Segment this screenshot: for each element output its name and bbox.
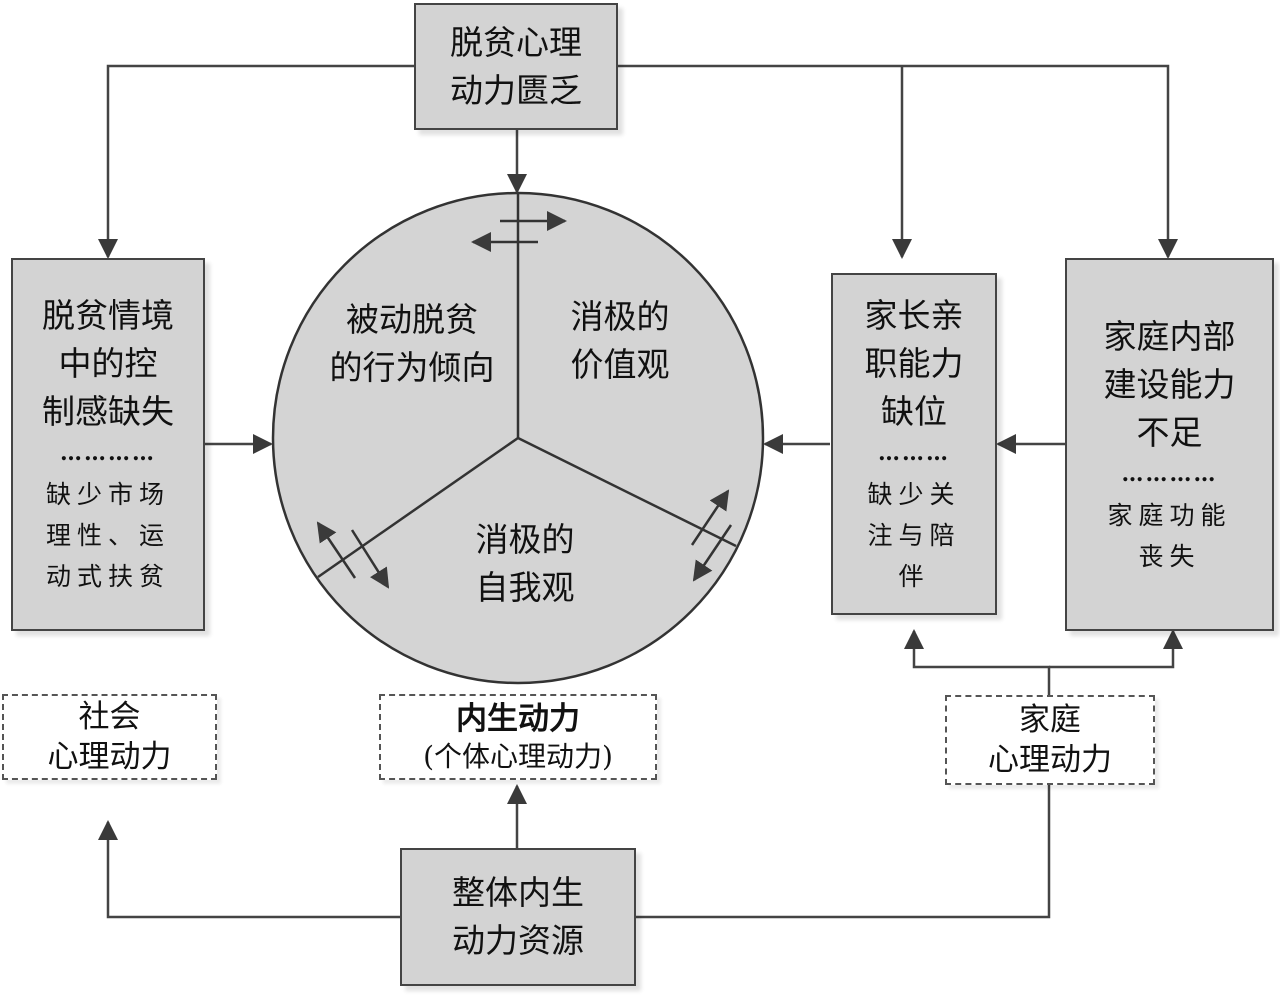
bidirectional-arrow-top bbox=[471, 211, 567, 252]
family-psych-label: 家庭 心理动力 bbox=[945, 695, 1155, 785]
social-psych-text: 社会 心理动力 bbox=[47, 699, 172, 775]
family-box-detail: 家庭功能 丧失 bbox=[1107, 500, 1232, 571]
sector-divider-right bbox=[517, 436, 737, 548]
parent-box-parenting-deficit: 家长亲 职能力 缺位 ……… 缺少关 注与陪 伴 bbox=[831, 273, 997, 615]
connector-top-to-left bbox=[98, 64, 414, 259]
left-box-detail: 缺少市场 理性、运 动式扶贫 bbox=[45, 480, 170, 591]
sector-negative-values: 消极的 价值观 bbox=[570, 297, 670, 384]
connector-family-label-to-parent bbox=[904, 629, 1051, 696]
connector-family-label-to-family bbox=[1049, 629, 1183, 669]
internal-motivation-label: 内生动力 (个体心理动力) bbox=[379, 694, 657, 780]
parent-box-separator: ……… bbox=[878, 439, 950, 466]
left-box-control-deficit: 脱贫情境 中的控 制感缺失 ………… 缺少市场 理性、运 动式扶贫 bbox=[11, 258, 205, 631]
top-box-text: 脱贫心理 动力匮乏 bbox=[450, 22, 582, 110]
bidirectional-arrow-left bbox=[316, 521, 390, 589]
left-box-title: 脱贫情境 中的控 制感缺失 bbox=[42, 296, 174, 431]
parent-box-title: 家长亲 职能力 缺位 bbox=[864, 295, 964, 431]
connector-bottom-to-family-label bbox=[636, 784, 1051, 919]
bidirectional-arrow-right bbox=[690, 489, 733, 582]
bottom-box-text: 整体内生 动力资源 bbox=[452, 873, 584, 960]
family-box-title: 家庭内部 建设能力 不足 bbox=[1103, 316, 1236, 452]
family-psych-text: 家庭 心理动力 bbox=[988, 702, 1112, 778]
internal-motivation-title: 内生动力 bbox=[456, 701, 580, 737]
family-box-separator: ………… bbox=[1121, 460, 1218, 487]
sector-negative-self-view: 消极的 自我观 bbox=[475, 520, 575, 607]
connector-top-to-family bbox=[617, 64, 1178, 259]
sector-divider-left bbox=[317, 436, 519, 579]
parent-box-detail: 缺少关 注与陪 伴 bbox=[867, 479, 961, 591]
family-box-capacity-deficit: 家庭内部 建设能力 不足 ………… 家庭功能 丧失 bbox=[1065, 258, 1274, 631]
sector-passive-behavior: 被动脱贫 的行为倾向 bbox=[329, 300, 495, 387]
internal-motivation-subtitle: (个体心理动力) bbox=[423, 740, 613, 773]
connector-bottom-to-social bbox=[98, 820, 400, 919]
top-box-psych-motivation-deficit: 脱贫心理 动力匮乏 bbox=[414, 3, 618, 130]
social-psych-label: 社会 心理动力 bbox=[2, 694, 217, 780]
left-box-separator: ………… bbox=[60, 440, 156, 466]
bottom-box-overall-resources: 整体内生 动力资源 bbox=[400, 848, 636, 986]
